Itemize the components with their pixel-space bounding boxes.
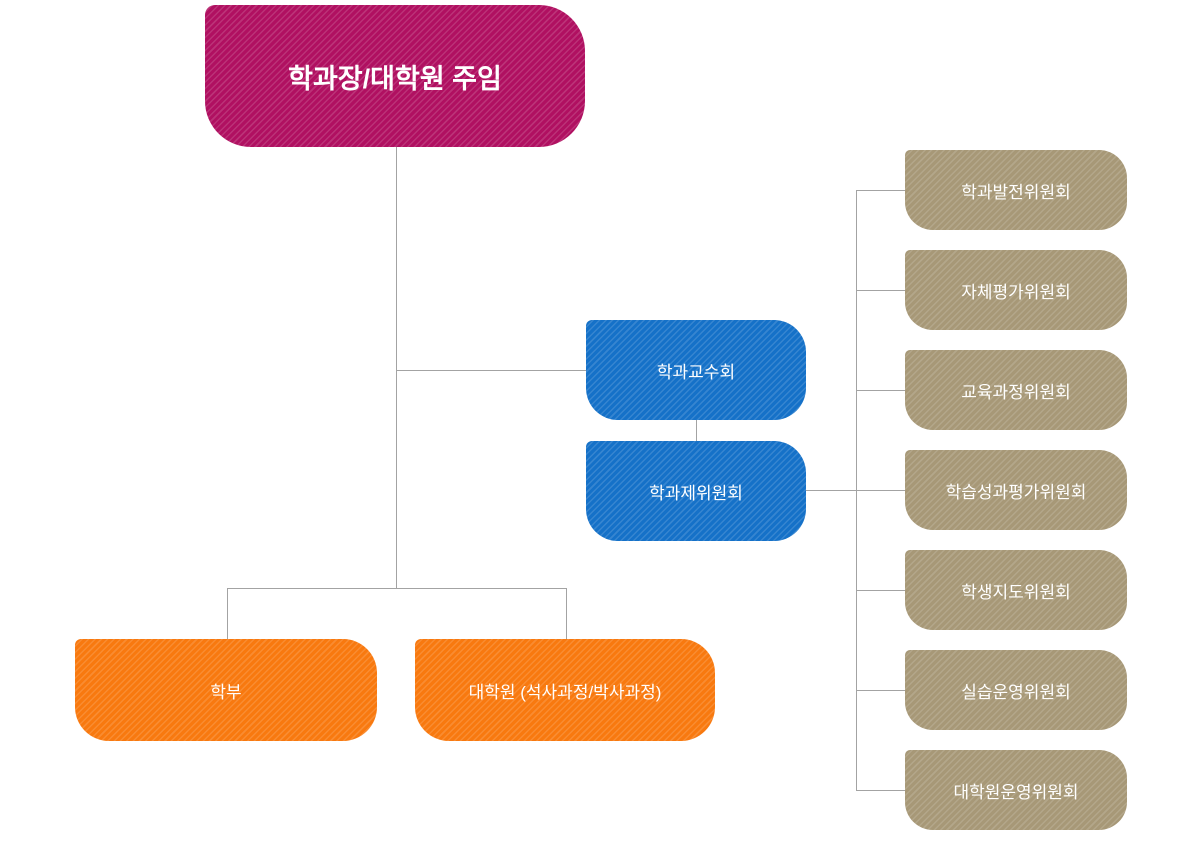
connector-stub bbox=[856, 490, 906, 491]
node-subcommittee-graduate-operation: 대학원운영위원회 bbox=[905, 750, 1127, 830]
connector-stub bbox=[856, 190, 906, 191]
node-department-head: 학과장/대학원 주임 bbox=[205, 5, 585, 147]
node-faculty-council: 학과교수회 bbox=[586, 320, 806, 420]
connector-stub bbox=[856, 390, 906, 391]
node-subcommittee-student-guidance: 학생지도위원회 bbox=[905, 550, 1127, 630]
node-label: 학습성과평가위원회 bbox=[945, 482, 1087, 502]
node-label: 교육과정위원회 bbox=[961, 382, 1071, 402]
node-label: 학생지도위원회 bbox=[961, 582, 1071, 602]
node-label: 대학원 (석사과정/박사과정) bbox=[468, 682, 662, 702]
node-label: 학과장/대학원 주임 bbox=[288, 63, 502, 94]
connector-stub bbox=[856, 790, 906, 791]
connector-stub bbox=[856, 590, 906, 591]
connector-drop-graduate bbox=[566, 588, 567, 639]
node-subcommittee-development: 학과발전위원회 bbox=[905, 150, 1127, 230]
connector-drop-undergraduate bbox=[227, 588, 228, 639]
connector-to-faculty-council bbox=[396, 370, 586, 371]
node-label: 학과제위원회 bbox=[649, 483, 743, 503]
node-subcommittee-curriculum: 교육과정위원회 bbox=[905, 350, 1127, 430]
connector-stub bbox=[856, 290, 906, 291]
node-undergraduate: 학부 bbox=[75, 639, 377, 741]
node-subcommittee-practice-operation: 실습운영위원회 bbox=[905, 650, 1127, 730]
node-label: 학과발전위원회 bbox=[961, 182, 1071, 202]
node-department-committees: 학과제위원회 bbox=[586, 441, 806, 541]
connector-root-vertical bbox=[396, 147, 397, 588]
connector-stub bbox=[856, 690, 906, 691]
node-label: 자체평가위원회 bbox=[961, 282, 1071, 302]
node-graduate-school: 대학원 (석사과정/박사과정) bbox=[415, 639, 715, 741]
connector-committees-to-trunk bbox=[806, 490, 856, 491]
node-subcommittee-learning-outcomes: 학습성과평가위원회 bbox=[905, 450, 1127, 530]
node-subcommittee-self-evaluation: 자체평가위원회 bbox=[905, 250, 1127, 330]
node-label: 학부 bbox=[210, 682, 242, 702]
node-label: 대학원운영위원회 bbox=[953, 782, 1079, 802]
node-label: 실습운영위원회 bbox=[961, 682, 1071, 702]
connector-council-link bbox=[696, 420, 697, 441]
connector-programs-split bbox=[227, 588, 566, 589]
node-label: 학과교수회 bbox=[656, 362, 736, 382]
